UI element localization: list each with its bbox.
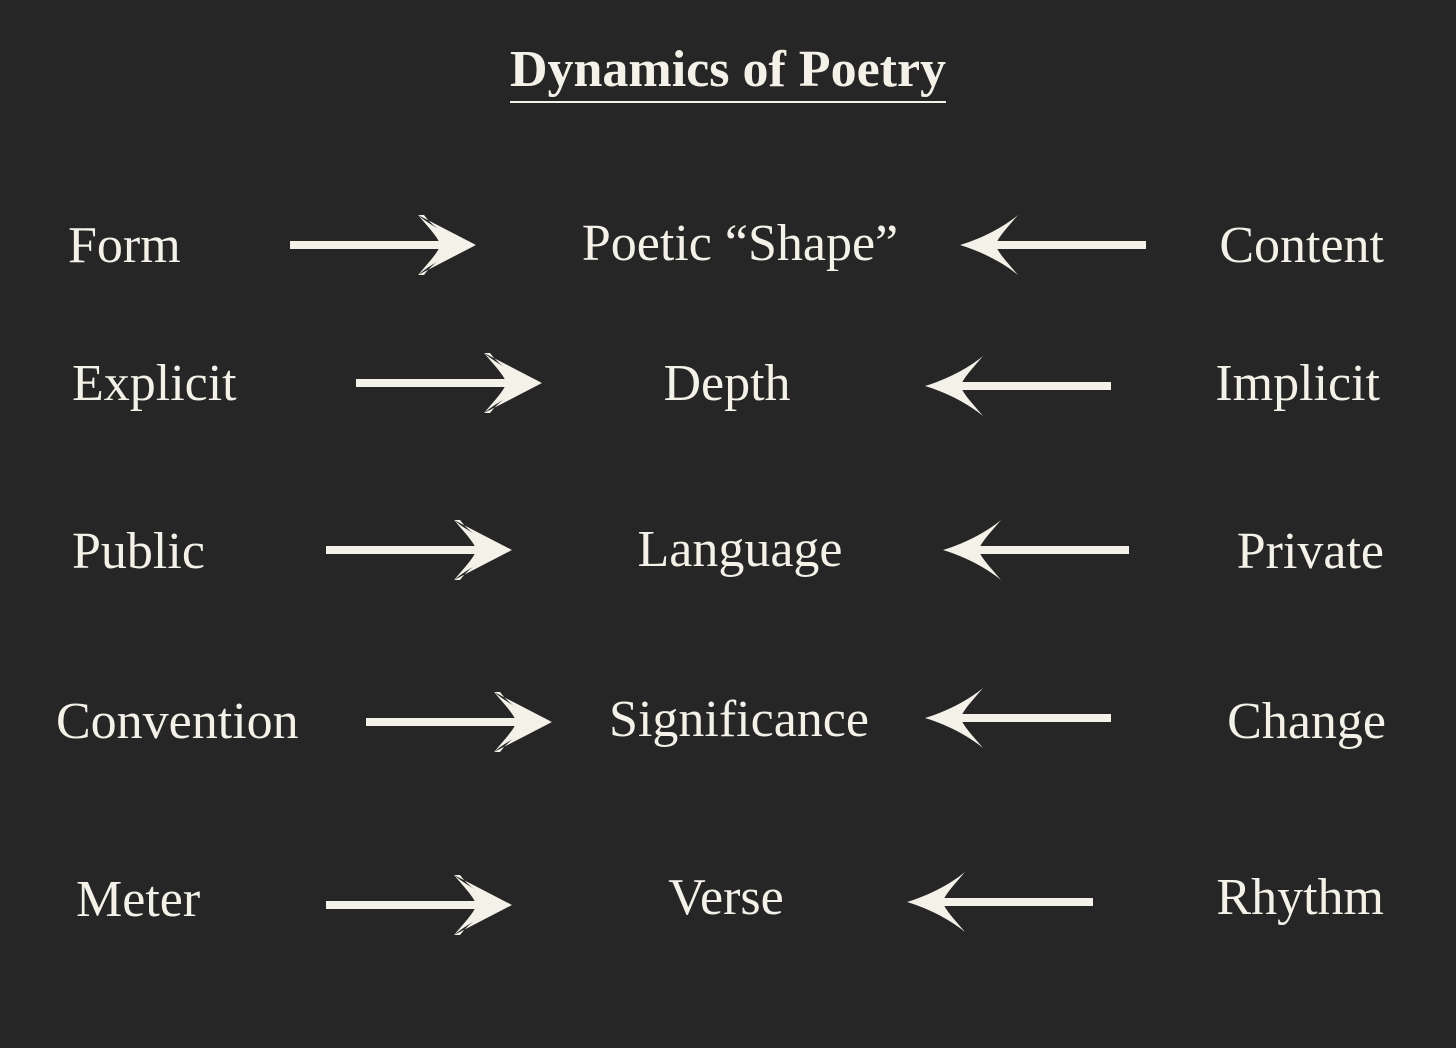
arrow-right-icon xyxy=(326,520,512,580)
row-4-right-term: Rhythm xyxy=(1216,869,1384,926)
diagram-title: Dynamics of Poetry xyxy=(0,41,1456,103)
row-0-center-term: Poetic “Shape” xyxy=(581,215,899,272)
row-2-right-term: Private xyxy=(1236,523,1384,580)
arrow-right-icon xyxy=(366,692,552,752)
row-1-left-term: Explicit xyxy=(72,355,237,412)
row-2-left-term: Public xyxy=(72,523,205,580)
diagram-title-text: Dynamics of Poetry xyxy=(509,41,947,103)
row-1-right-term: Implicit xyxy=(1215,355,1380,412)
arrow-right-icon xyxy=(356,353,542,413)
row-3-left-term: Convention xyxy=(56,693,299,750)
arrow-left-icon xyxy=(907,872,1093,932)
arrow-right-icon xyxy=(326,875,512,935)
row-0-left-term: Form xyxy=(68,217,181,274)
arrow-left-icon xyxy=(925,688,1111,748)
arrow-left-icon xyxy=(960,215,1146,275)
row-4-center-term: Verse xyxy=(668,869,784,926)
row-0-right-term: Content xyxy=(1219,217,1384,274)
row-4-left-term: Meter xyxy=(76,871,201,928)
arrow-left-icon xyxy=(943,520,1129,580)
row-3-right-term: Change xyxy=(1227,693,1386,750)
row-1-center-term: Depth xyxy=(663,355,791,412)
arrow-right-icon xyxy=(290,215,476,275)
row-2-center-term: Language xyxy=(637,521,843,578)
row-3-center-term: Significance xyxy=(609,691,869,748)
arrow-left-icon xyxy=(925,356,1111,416)
